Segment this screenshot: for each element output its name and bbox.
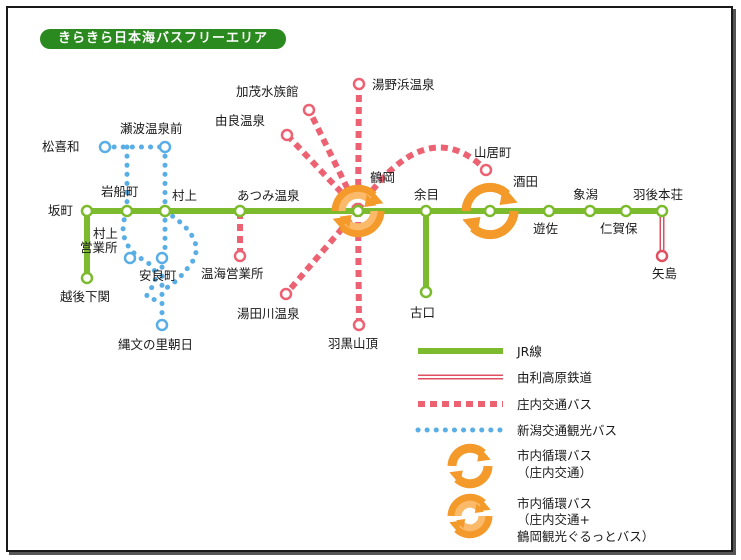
label-yura: 由良温泉 bbox=[215, 113, 266, 128]
map-frame bbox=[6, 6, 733, 552]
stop-kamo bbox=[302, 103, 316, 117]
label-echigo: 越後下関 bbox=[60, 289, 110, 304]
label-annei: 安良町 bbox=[139, 268, 177, 283]
stop-murakami-eigyo bbox=[123, 251, 137, 265]
legend-jr-label: JR線 bbox=[516, 344, 542, 359]
label-senami: 瀬波温泉前 bbox=[120, 121, 183, 136]
label-yutagawa: 湯田川温泉 bbox=[237, 306, 300, 321]
legend-loop-combined-icon bbox=[447, 493, 493, 539]
legend-yuri-label: 由利高原鉄道 bbox=[517, 370, 593, 385]
label-kisakata: 象潟 bbox=[573, 187, 598, 202]
station-atsumi bbox=[233, 204, 247, 218]
label-yuza: 遊佐 bbox=[533, 221, 559, 236]
stop-jomon bbox=[155, 318, 169, 332]
station-furukuchi bbox=[419, 285, 433, 299]
label-sakata: 酒田 bbox=[513, 174, 538, 189]
label-furukuchi: 古口 bbox=[410, 305, 435, 320]
station-echigo bbox=[80, 271, 94, 285]
label-iwafune: 岩船町 bbox=[101, 184, 139, 199]
label-murakami-eigyo-2: 営業所 bbox=[80, 240, 118, 255]
stop-matsukiwa bbox=[98, 140, 112, 154]
label-jomon: 縄文の里朝日 bbox=[118, 337, 193, 352]
legend-loop2-line1: 市内循環バス bbox=[517, 496, 592, 511]
legend: JR線 由利高原鉄道 庄内交通バス 新潟交通観光バス 市内循環バス （庄内交通）… bbox=[415, 344, 654, 544]
station-ugohonjo bbox=[655, 204, 669, 218]
label-nikaho: 仁賀保 bbox=[600, 221, 638, 236]
station-iwafune bbox=[120, 204, 134, 218]
station-sakata bbox=[483, 204, 497, 218]
stop-yunohama bbox=[352, 77, 366, 91]
station-sakamachi bbox=[80, 204, 94, 218]
label-murakami-eigyo-1: 村上 bbox=[93, 226, 118, 241]
label-murakami: 村上 bbox=[172, 188, 197, 203]
legend-loop1-shape bbox=[447, 443, 493, 489]
station-kisakata bbox=[583, 204, 597, 218]
legend-shonai-label: 庄内交通バス bbox=[517, 397, 592, 412]
station-amarume bbox=[419, 204, 433, 218]
label-kamo: 加茂水族館 bbox=[236, 84, 299, 99]
stop-atsumi-eigyo bbox=[233, 249, 247, 263]
station-yuza bbox=[542, 204, 556, 218]
label-yunohama: 湯野浜温泉 bbox=[372, 77, 435, 92]
label-tsuruoka: 鶴岡 bbox=[370, 170, 395, 185]
route-tsuruoka-sankyo bbox=[355, 144, 489, 212]
stop-yutagawa bbox=[279, 287, 293, 301]
label-atsumi-eigyo: 温海営業所 bbox=[201, 266, 264, 281]
stop-annei bbox=[155, 251, 169, 265]
stop-yura bbox=[280, 128, 294, 142]
station-yashima bbox=[655, 249, 669, 263]
loop-bus-tsuruoka-gurutto-icon bbox=[338, 191, 378, 231]
label-sakamachi: 坂町 bbox=[48, 203, 73, 218]
station-tsuruoka bbox=[351, 204, 365, 218]
shonai-bus-routes bbox=[237, 83, 489, 326]
label-sankyo: 山居町 bbox=[474, 145, 512, 160]
legend-loop1-line1: 市内循環バス bbox=[517, 448, 592, 463]
stop-haguro bbox=[352, 318, 366, 332]
niigata-bus-routes bbox=[102, 144, 199, 328]
stop-senami bbox=[158, 140, 172, 154]
stop-sankyo bbox=[479, 163, 493, 177]
loop-bus-sakata-icon bbox=[461, 182, 519, 240]
route-tsuruoka-yunohama bbox=[355, 83, 362, 211]
legend-niigata-label: 新潟交通観光バス bbox=[517, 423, 617, 438]
legend-loop2-line2: （庄内交通+ bbox=[517, 512, 590, 527]
map-title: きらきら日本海バスフリーエリア bbox=[40, 29, 287, 49]
legend-loop2-inner bbox=[454, 500, 486, 532]
label-matsukiwa: 松喜和 bbox=[42, 139, 80, 154]
label-yashima: 矢島 bbox=[652, 266, 677, 281]
legend-loop2-line3: 鶴岡観光ぐるっとバス） bbox=[517, 529, 654, 544]
label-haguro: 羽黒山頂 bbox=[328, 336, 379, 351]
label-ugohonjo: 羽後本荘 bbox=[633, 187, 683, 202]
station-nikaho bbox=[619, 204, 633, 218]
label-amarume: 余目 bbox=[414, 187, 439, 202]
legend-loop1-line2: （庄内交通） bbox=[517, 465, 592, 480]
legend-loop-shonai-icon bbox=[447, 443, 493, 489]
legend-loop2-shape bbox=[447, 493, 493, 539]
station-murakami bbox=[158, 204, 172, 218]
label-atsumi: あつみ温泉 bbox=[237, 188, 300, 203]
